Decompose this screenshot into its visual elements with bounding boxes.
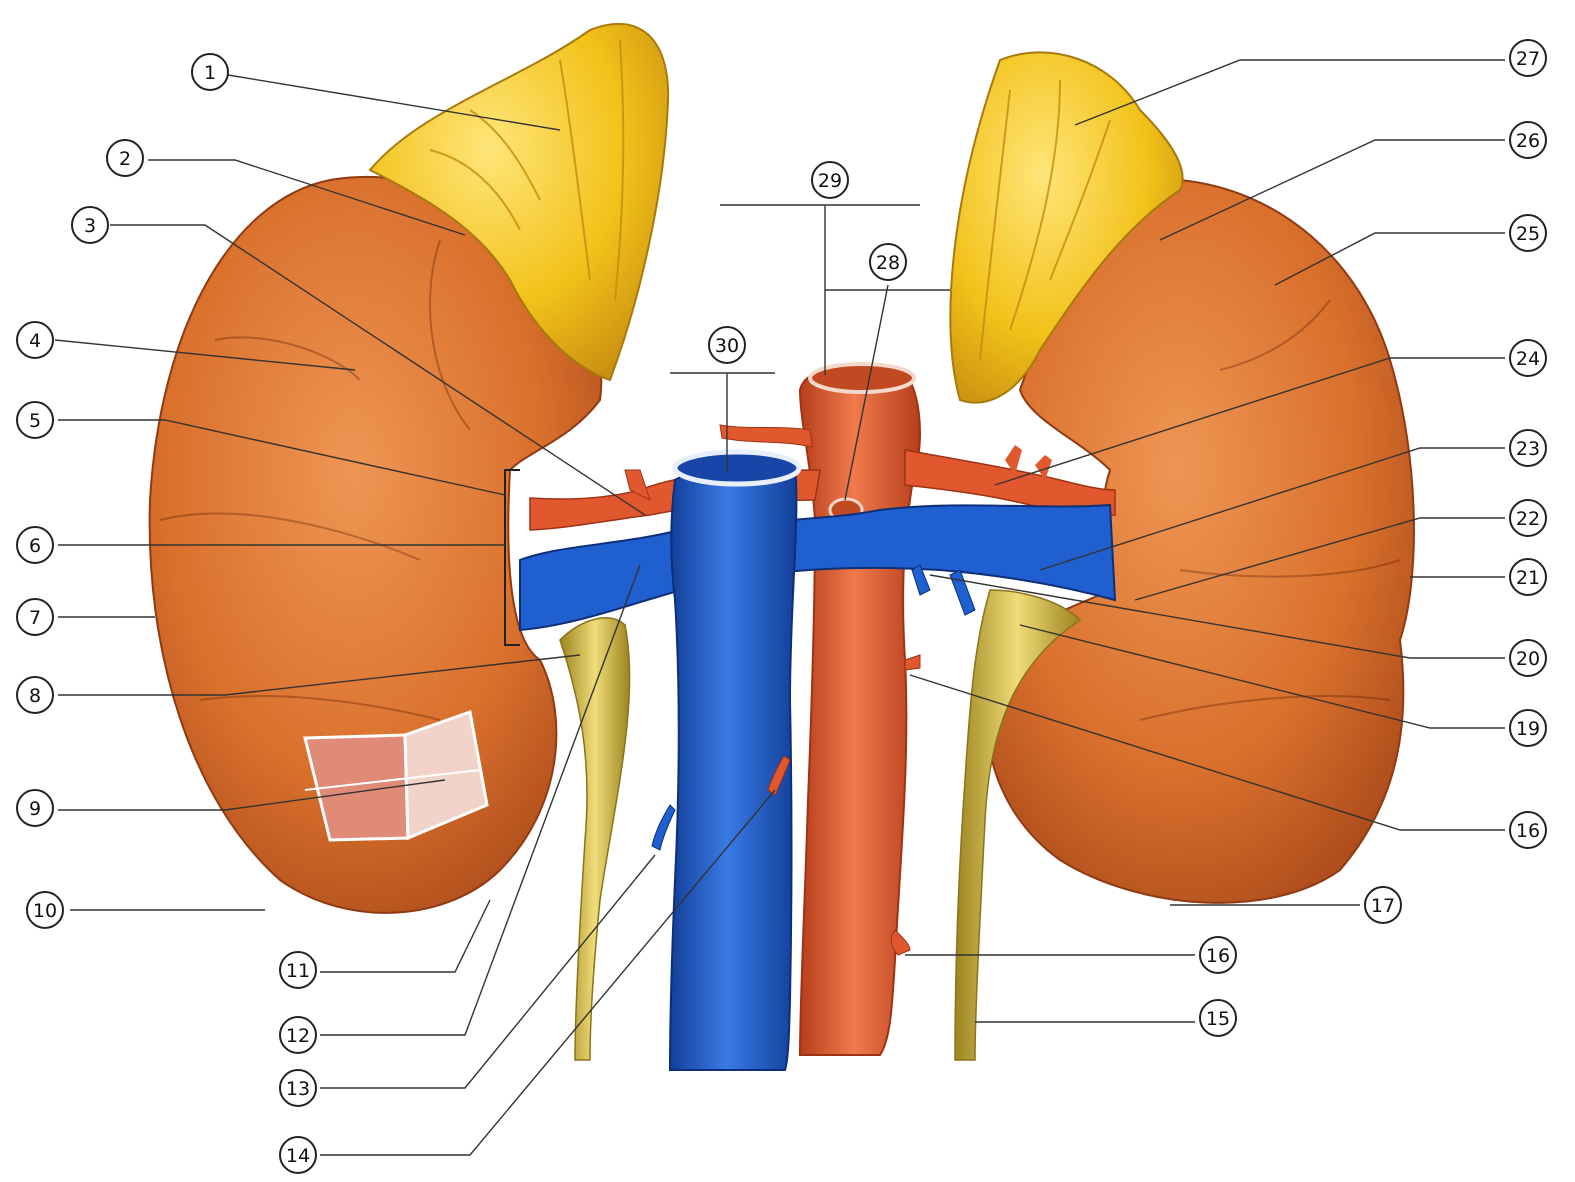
- left-ureter: [560, 618, 630, 1060]
- label-badge-29: 29: [812, 162, 848, 198]
- label-number: 3: [84, 215, 96, 237]
- label-badge-27: 27: [1510, 40, 1546, 76]
- label-number: 21: [1516, 567, 1540, 589]
- label-number: 26: [1516, 130, 1540, 152]
- label-badge-26: 26: [1510, 122, 1546, 158]
- label-badge-16b: 16: [1510, 812, 1546, 848]
- label-badge-7: 7: [17, 599, 53, 635]
- label-badge-19: 19: [1510, 710, 1546, 746]
- label-badge-20: 20: [1510, 640, 1546, 676]
- label-badge-3: 3: [72, 207, 108, 243]
- label-badge-17: 17: [1365, 887, 1401, 923]
- label-badge-9: 9: [17, 790, 53, 826]
- label-number: 28: [876, 252, 900, 274]
- label-badge-11: 11: [280, 952, 316, 988]
- label-badge-2: 2: [107, 140, 143, 176]
- label-badge-6: 6: [17, 527, 53, 563]
- label-number: 16: [1516, 820, 1540, 842]
- label-number: 7: [29, 607, 41, 629]
- label-badge-28: 28: [870, 244, 906, 280]
- label-badge-25: 25: [1510, 215, 1546, 251]
- label-badge-30: 30: [709, 327, 745, 363]
- label-number: 25: [1516, 223, 1540, 245]
- label-badge-12: 12: [280, 1017, 316, 1053]
- label-number: 17: [1371, 895, 1395, 917]
- label-badge-8: 8: [17, 677, 53, 713]
- label-badge-13: 13: [280, 1070, 316, 1106]
- label-badge-14: 14: [280, 1137, 316, 1173]
- label-badge-10: 10: [27, 892, 63, 928]
- label-number: 19: [1516, 718, 1540, 740]
- label-number: 13: [286, 1078, 310, 1100]
- label-badge-16a: 16: [1200, 937, 1236, 973]
- label-number: 9: [29, 798, 41, 820]
- label-badge-4: 4: [17, 322, 53, 358]
- leader-29: [720, 205, 950, 375]
- label-badge-5: 5: [17, 402, 53, 438]
- label-number: 1: [204, 62, 216, 84]
- label-badge-22: 22: [1510, 500, 1546, 536]
- label-number: 16: [1206, 945, 1230, 967]
- label-number: 12: [286, 1025, 310, 1047]
- label-number: 20: [1516, 648, 1540, 670]
- label-number: 27: [1516, 48, 1540, 70]
- label-number: 4: [29, 330, 41, 352]
- label-number: 11: [286, 960, 310, 982]
- label-number: 22: [1516, 508, 1540, 530]
- label-badge-21: 21: [1510, 559, 1546, 595]
- label-number: 23: [1516, 438, 1540, 460]
- label-number: 5: [29, 410, 41, 432]
- label-number: 29: [818, 170, 842, 192]
- label-badge-23: 23: [1510, 430, 1546, 466]
- label-number: 15: [1206, 1008, 1230, 1030]
- label-number: 14: [286, 1145, 310, 1167]
- label-badge-15: 15: [1200, 1000, 1236, 1036]
- label-badge-1: 1: [192, 54, 228, 90]
- label-number: 24: [1516, 348, 1540, 370]
- label-number: 30: [715, 335, 739, 357]
- label-number: 6: [29, 535, 41, 557]
- label-number: 10: [33, 900, 57, 922]
- label-number: 8: [29, 685, 41, 707]
- label-badge-24: 24: [1510, 340, 1546, 376]
- label-number: 2: [119, 148, 131, 170]
